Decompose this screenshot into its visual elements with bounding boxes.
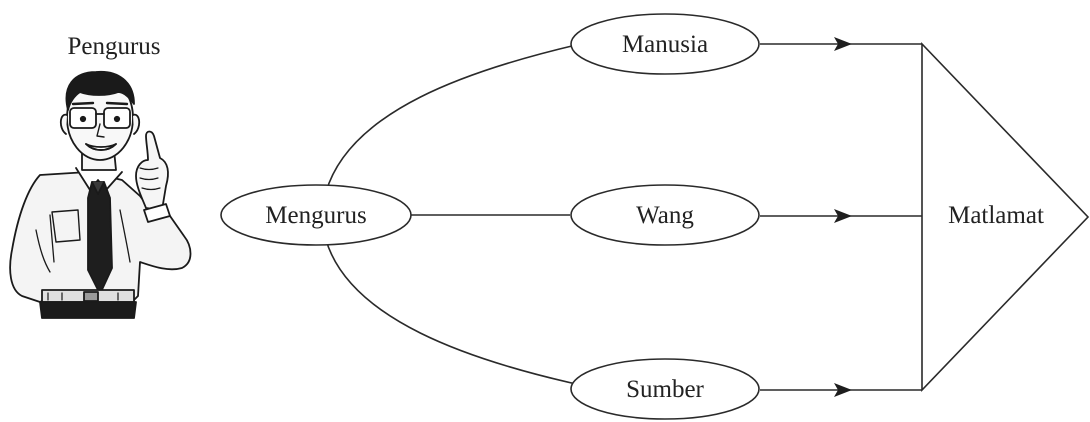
- resource-node-wang: Wang: [570, 184, 760, 246]
- resource-node-sumber: Sumber: [570, 358, 760, 420]
- goal-arrow-shape: [921, 42, 1090, 392]
- pointing-man-icon: [9, 70, 192, 319]
- arrowhead-wang: [834, 209, 852, 223]
- center-node-label: Mengurus: [265, 202, 366, 229]
- arrowhead-manusia: [834, 37, 852, 51]
- center-node: Mengurus: [220, 184, 412, 246]
- goal-label: Matlamat: [948, 202, 1044, 229]
- connector-to-sumber: [325, 239, 577, 385]
- resource-node-manusia: Manusia: [570, 13, 760, 75]
- resource-label-sumber: Sumber: [626, 376, 704, 403]
- arrowhead-sumber: [834, 383, 852, 397]
- resource-label-wang: Wang: [636, 202, 694, 229]
- manager-label: Pengurus: [67, 33, 160, 60]
- connector-to-manusia: [325, 44, 577, 193]
- resource-label-manusia: Manusia: [622, 31, 708, 58]
